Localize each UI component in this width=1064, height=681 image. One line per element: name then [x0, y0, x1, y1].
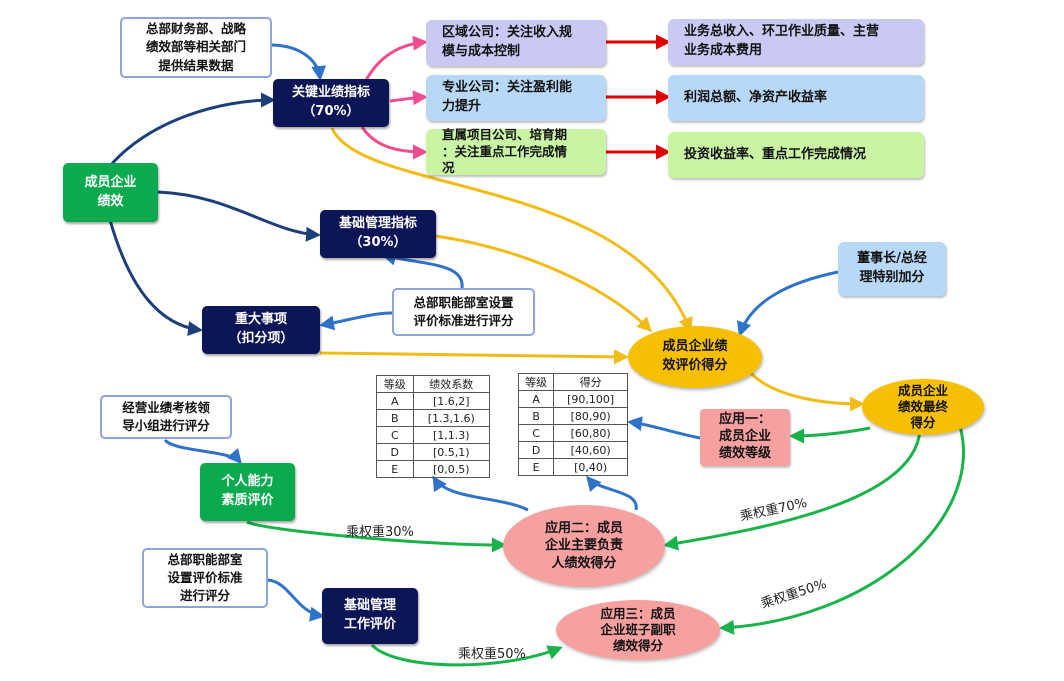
grade-score-table: 等级 得分 A[90,100] B[80,90) C[60,80) D[40,6… [517, 373, 628, 476]
member-enterprise-performance-node: 成员企业 绩效 [63, 163, 158, 222]
arrow-hqeval-to-basic [381, 250, 464, 289]
table-cell: [80,90) [553, 407, 628, 425]
arrow-basicmgmt-to-app3 [370, 643, 563, 667]
table-header-cell: 等级 [517, 373, 555, 391]
table-cell: [0,40) [553, 458, 628, 476]
arrow-member-to-major [108, 219, 203, 336]
arrow-key-to-professional [389, 90, 428, 106]
table-row: C[1,1.3) [376, 426, 491, 444]
arrow-final-to-app3 [719, 425, 965, 635]
table-cell: B [376, 409, 414, 427]
table-cell: [0.5,1) [412, 443, 491, 461]
table-cell: [0,0.5) [412, 460, 491, 478]
weight-label-50-bottom: 乘权重50% [458, 647, 526, 662]
arrow-app2-to-table-coef [432, 475, 529, 512]
direct-project-company-node: 直属项目公司、培育期 ：关注重点工作完成情 况 [426, 127, 606, 175]
arrow-key-to-direct [360, 126, 428, 160]
arrow-app1-to-table-score [627, 416, 701, 440]
table-cell: [1,1.3) [412, 426, 491, 444]
arrow-hqstd-to-basicmgmt [267, 578, 325, 622]
table-header-row: 等级 绩效系数 [376, 375, 491, 393]
table-row: C[60,80) [517, 424, 628, 442]
chairman-bonus-node: 董事长/总经 理特别加分 [838, 242, 946, 296]
table-cell: [40,60) [553, 441, 628, 459]
table-cell: A [517, 390, 555, 408]
regional-kpi-node: 业务总收入、环卫作业质量、主营 业务成本费用 [668, 19, 924, 65]
application-two-node: 应用二：成员 企业主要负责 人绩效得分 [503, 505, 665, 587]
table-header-row: 等级 得分 [517, 373, 628, 391]
hq-finance-data-node: 总部财务部、战略 绩效部等相关部门 提供结果数据 [120, 17, 272, 78]
table-cell: [1.6,2] [412, 392, 491, 410]
direct-kpi-node: 投资收益率、重点工作完成情况 [668, 132, 924, 178]
table-header-cell: 绩效系数 [412, 375, 491, 393]
basic-management-indicator-node: 基础管理指标 （30%） [320, 210, 436, 258]
major-items-deduction-node: 重大事项 （扣分项） [202, 306, 320, 354]
table-cell: C [376, 426, 414, 444]
arrow-final-to-app1 [789, 426, 871, 444]
application-one-node: 应用一： 成员企业 绩效等级 [700, 409, 790, 466]
arrow-member-to-basic [157, 190, 321, 242]
arrow-finance-to-key [269, 43, 327, 81]
arrow-major-to-eval [319, 349, 629, 365]
key-performance-indicator-node: 关键业绩指标 （70%） [273, 79, 389, 127]
table-cell: [90,100] [553, 390, 628, 408]
arrow-app2-to-table-score [586, 475, 638, 511]
hq-function-standard-node: 总部职能部室 设置评价标准 进行评分 [142, 548, 268, 608]
table-cell: D [517, 441, 555, 459]
hq-function-evaluation-node: 总部职能部室设置 评价标准进行评分 [392, 288, 535, 336]
arrow-eval-to-final [746, 369, 865, 412]
table-cell: B [517, 407, 555, 425]
table-row: E[0,0.5) [376, 460, 491, 478]
professional-company-node: 专业公司：关注盈利能 力提升 [426, 75, 606, 121]
table-row: D[0.5,1) [376, 443, 491, 461]
table-cell: A [376, 392, 414, 410]
basic-management-work-evaluation-node: 基础管理 工作评价 [322, 588, 418, 644]
arrow-personal-to-app2 [246, 520, 507, 553]
table-row: E[0,40) [517, 458, 628, 476]
table-row: A[90,100] [517, 390, 628, 408]
table-cell: [1.3,1.6) [412, 409, 491, 427]
table-row: D[40,60) [517, 441, 628, 459]
table-row: A[1.6,2] [376, 392, 491, 410]
table-header-cell: 得分 [553, 373, 628, 391]
table-cell: E [376, 460, 414, 478]
table-cell: E [517, 458, 555, 476]
arrow-member-to-key [108, 92, 276, 167]
arrow-key-to-eval [330, 127, 693, 333]
table-cell: D [376, 443, 414, 461]
application-three-node: 应用三：成员 企业班子副职 绩效得分 [556, 600, 720, 660]
evaluation-score-node: 成员企业绩 效评价得分 [628, 326, 762, 388]
arrow-bizgroup-to-personal [163, 438, 242, 465]
weight-label-30: 乘权重30% [346, 525, 414, 540]
arrow-basic-to-eval [435, 234, 653, 333]
arrow-hqeval-to-major [319, 311, 393, 331]
regional-company-node: 区域公司：关注收入规 模与成本控制 [426, 20, 606, 66]
professional-kpi-node: 利润总额、净资产收益率 [668, 75, 924, 121]
business-performance-group-node: 经营业绩考核领 导小组进行评分 [100, 395, 232, 439]
arrow-chairman-to-eval [736, 270, 839, 337]
performance-coefficient-table: 等级 绩效系数 A[1.6,2] B[1.3,1.6) C[1,1.3) D[0… [376, 375, 491, 478]
table-cell: C [517, 424, 555, 442]
table-row: B[1.3,1.6) [376, 409, 491, 427]
final-score-node: 成员企业 绩效最终 得分 [862, 379, 984, 435]
arrow-final-to-app2 [663, 429, 922, 551]
table-row: B[80,90) [517, 407, 628, 425]
table-header-cell: 等级 [376, 375, 414, 393]
personal-ability-evaluation-node: 个人能力 素质评价 [200, 463, 295, 521]
table-cell: [60,80) [553, 424, 628, 442]
